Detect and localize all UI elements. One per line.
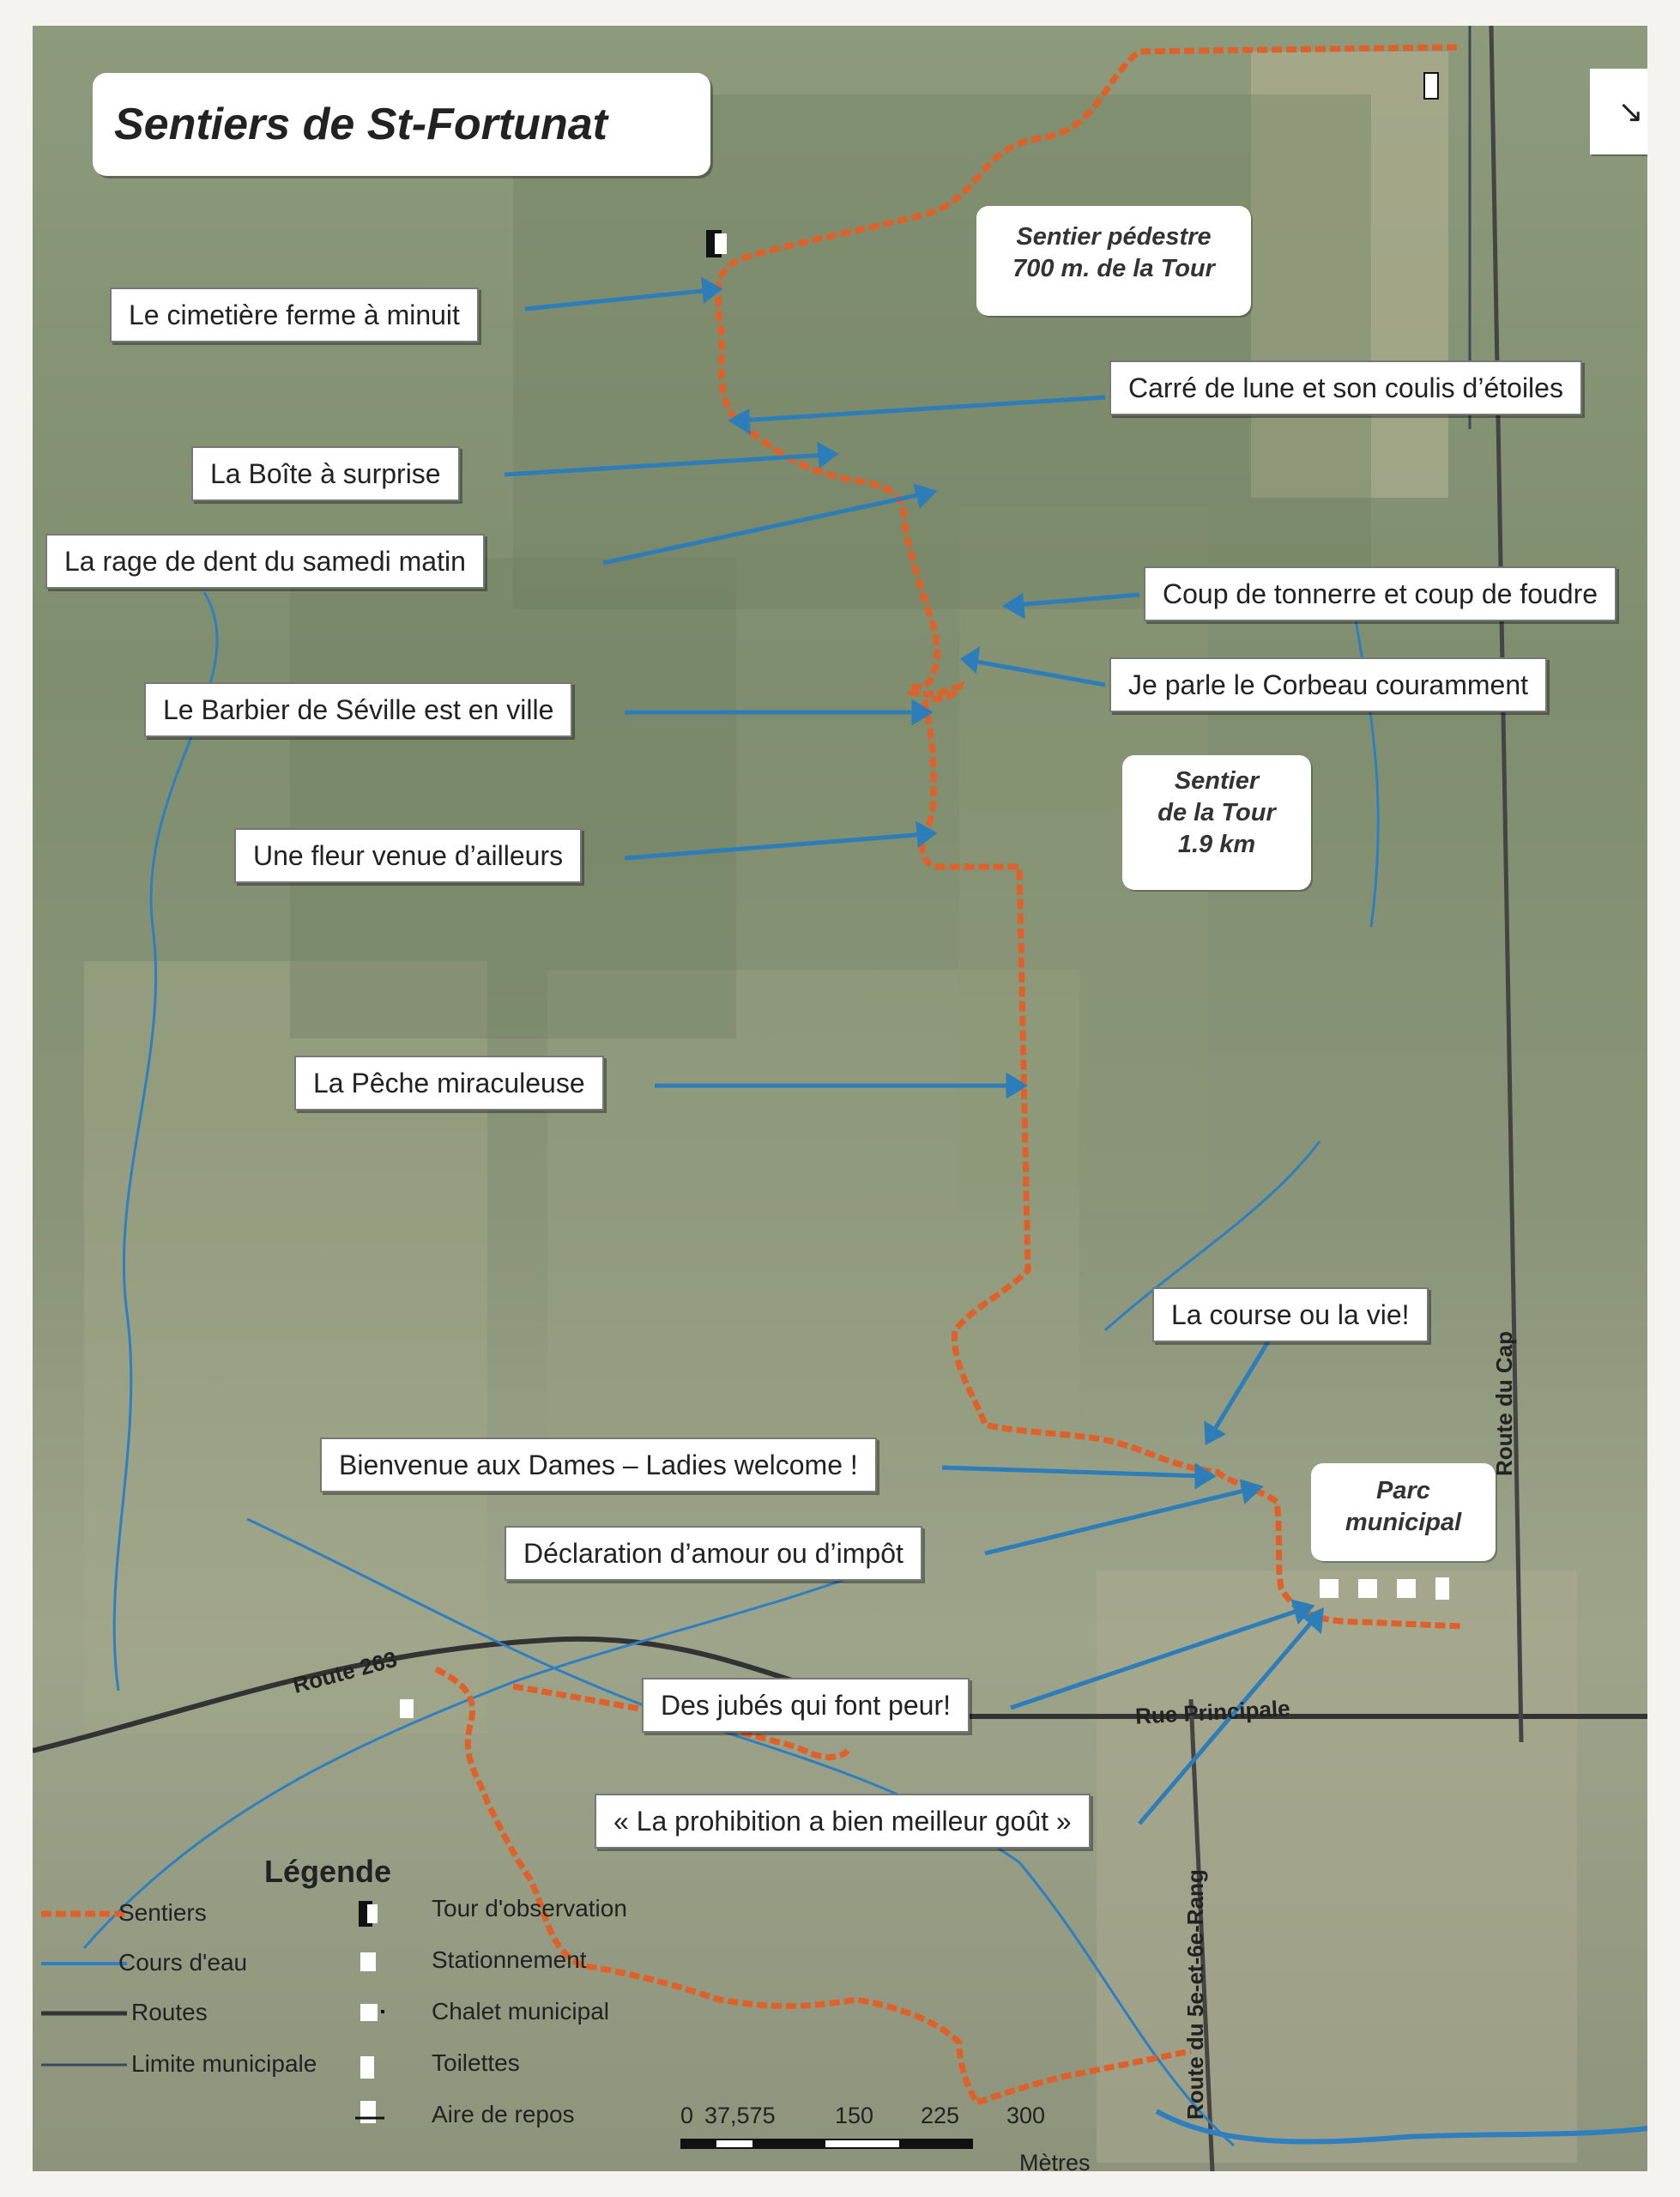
forest-patch <box>513 94 1371 609</box>
arrow-dames <box>941 1465 1205 1479</box>
stream <box>1352 608 1380 928</box>
legend-title: Légende <box>264 1854 392 1889</box>
arrow-jubes <box>1010 1607 1303 1710</box>
callout-peche: La Pêche miraculeuse <box>294 1056 604 1111</box>
scale-tick-0: 0 <box>680 2103 694 2128</box>
stream <box>1104 1141 1321 1332</box>
arrow-head <box>1002 592 1025 620</box>
arrow-head <box>911 699 934 726</box>
bubble-parc-municipal: Parc municipal <box>1311 1463 1496 1561</box>
compass-icon: ↘ <box>1590 69 1647 154</box>
field-patch <box>1097 1571 1577 2163</box>
arrow-head <box>1006 1072 1028 1099</box>
callout-dames: Bienvenue aux Dames – Ladies welcome ! <box>320 1437 877 1492</box>
arrow-prohibition <box>1138 1616 1317 1825</box>
arrow-head <box>913 483 938 509</box>
callout-carre: Carré de lune et son coulis d’étoiles <box>1109 360 1582 415</box>
map-title: Sentiers de St-Fortunat <box>93 73 710 176</box>
map-base-layer <box>33 26 1647 2171</box>
scale-tick-3: 225 <box>921 2103 960 2128</box>
bubble-sentier-pedestre: Sentier pédestre 700 m. de la Tour <box>976 206 1251 316</box>
callout-corbeau: Je parle le Corbeau couramment <box>1109 657 1548 712</box>
callout-tonnerre: Coup de tonnerre et coup de foudre <box>1144 566 1617 621</box>
chalet-icon <box>360 2004 384 2021</box>
arrow-declaration <box>984 1486 1252 1556</box>
arrow-tonnerre <box>1014 592 1140 608</box>
callout-declaration: Déclaration d’amour ou d’impôt <box>505 1526 922 1581</box>
scale-tick-4: 300 <box>1006 2103 1046 2128</box>
observation-tower-icon <box>706 230 727 257</box>
arrow-head <box>1239 1479 1264 1504</box>
arrow-head <box>1302 1607 1324 1635</box>
arrow-head <box>1204 1420 1227 1446</box>
callout-fleur: Une fleur venue d’ailleurs <box>234 828 583 883</box>
arrow-head <box>728 408 751 435</box>
arrow-head <box>701 276 723 304</box>
callout-barbier: Le Barbier de Séville est en ville <box>144 682 573 737</box>
callout-prohibition: « La prohibition a bien meilleur goût » <box>595 1794 1091 1849</box>
scale-bar <box>680 2139 973 2149</box>
arrow-boite <box>504 452 827 477</box>
field-patch <box>547 970 1079 1468</box>
arrow-head <box>1290 1599 1315 1625</box>
arrow-course <box>1210 1333 1275 1435</box>
chalet-icon <box>1320 1577 1449 1600</box>
arrow-carre <box>740 395 1106 423</box>
scale-tick-1: 37,575 <box>704 2103 776 2128</box>
rest-area-icon <box>355 2101 384 2123</box>
field-patch <box>1251 51 1448 498</box>
arrow-cimetiere <box>524 287 711 312</box>
callout-jubes: Des jubés qui font peur! <box>642 1678 970 1733</box>
arrow-head <box>916 820 938 848</box>
scale-tick-2: 150 <box>835 2103 874 2128</box>
legend-label-routes: Routes <box>131 1999 208 2025</box>
legend-label-aire-repos: Aire de repos <box>432 2101 575 2127</box>
legend-label-cours-eau: Cours d'eau <box>118 1949 248 1976</box>
stream <box>1155 2109 1647 2145</box>
parking-icon <box>360 1952 376 1971</box>
parking-icon <box>1423 72 1439 100</box>
arrow-fleur <box>624 832 926 861</box>
legend-label-limite: Limite municipale <box>131 2050 317 2077</box>
scale-unit: Mètres <box>1019 2150 1091 2171</box>
legend-label-stationnement: Stationnement <box>432 1946 587 1973</box>
stream <box>82 1560 891 1949</box>
callout-arrows <box>504 276 1324 1825</box>
aerial-map[interactable]: Sentiers de St-Fortunat ↘ Le cimetière f… <box>33 26 1647 2171</box>
trail-tour <box>715 44 1462 1630</box>
legend-label-sentiers: Sentiers <box>118 1899 207 1926</box>
callout-boite: La Boîte à surprise <box>191 446 460 501</box>
arrow-head <box>1194 1462 1217 1490</box>
arrow-head <box>959 646 981 675</box>
route-5e-6e-rang-road <box>1188 1698 1215 2171</box>
legend-symbols <box>41 1901 384 2123</box>
route-du-cap-road <box>1489 26 1524 1743</box>
stream <box>246 1517 1236 2147</box>
legend-label-tour: Tour d'observation <box>432 1895 627 1922</box>
observation-tower-icon <box>359 1901 378 1927</box>
callout-rage: La rage de dent du samedi matin <box>45 534 485 589</box>
arrow-corbeau <box>971 658 1106 687</box>
trail-sud <box>434 1666 1192 2107</box>
parking-icon <box>400 1699 414 1718</box>
road-label-route-5e-6e-rang: Route du 5e-et-6e-Rang <box>1182 1869 1208 2120</box>
callout-cimetiere: Le cimetière ferme à minuit <box>110 287 479 342</box>
forest-patch <box>290 558 736 1038</box>
bubble-sentier-tour: Sentier de la Tour 1.9 km <box>1122 755 1311 890</box>
legend-label-chalet: Chalet municipal <box>432 1998 609 2025</box>
callout-course: La course ou la vie! <box>1152 1287 1429 1342</box>
legend-label-toilettes: Toilettes <box>432 2049 520 2076</box>
toilet-icon <box>360 2056 374 2079</box>
road-label-route-du-cap: Route du Cap <box>1491 1331 1517 1476</box>
arrow-head <box>817 441 839 469</box>
arrow-rage <box>602 491 926 566</box>
